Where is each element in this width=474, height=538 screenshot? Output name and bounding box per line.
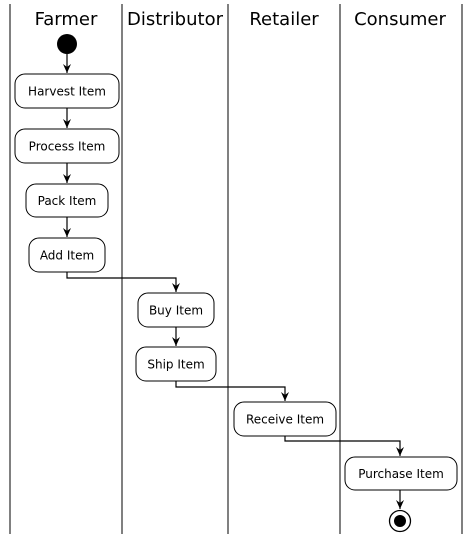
activity-label: Process Item bbox=[29, 140, 106, 154]
activity-label: Receive Item bbox=[246, 413, 324, 427]
activity-pack-item: Pack Item bbox=[25, 183, 109, 218]
activity-label: Add Item bbox=[40, 249, 94, 263]
lane-title-retailer: Retailer bbox=[249, 9, 319, 30]
activity-purchase-item: Purchase Item bbox=[344, 456, 458, 491]
lane-title-distributor: Distributor bbox=[127, 9, 224, 30]
activity-receive-item: Receive Item bbox=[233, 401, 337, 437]
start-node bbox=[57, 34, 77, 54]
activity-ship-item: Ship Item bbox=[135, 346, 217, 382]
activity-label: Ship Item bbox=[147, 358, 204, 372]
flow-arrow bbox=[66, 272, 180, 292]
activity-label: Harvest Item bbox=[28, 85, 106, 99]
activity-label: Pack Item bbox=[38, 194, 97, 208]
lane-title-consumer: Consumer bbox=[354, 9, 446, 30]
flow-arrow bbox=[175, 381, 289, 401]
activity-buy-item: Buy Item bbox=[137, 292, 215, 328]
end-node bbox=[388, 509, 412, 533]
activity-process-item: Process Item bbox=[14, 128, 120, 164]
activity-harvest-item: Harvest Item bbox=[14, 73, 120, 109]
lane-title-farmer: Farmer bbox=[35, 9, 98, 30]
activity-add-item: Add Item bbox=[28, 237, 106, 273]
flow-arrow bbox=[284, 436, 404, 456]
activity-label: Purchase Item bbox=[358, 467, 444, 481]
activity-label: Buy Item bbox=[149, 304, 203, 318]
